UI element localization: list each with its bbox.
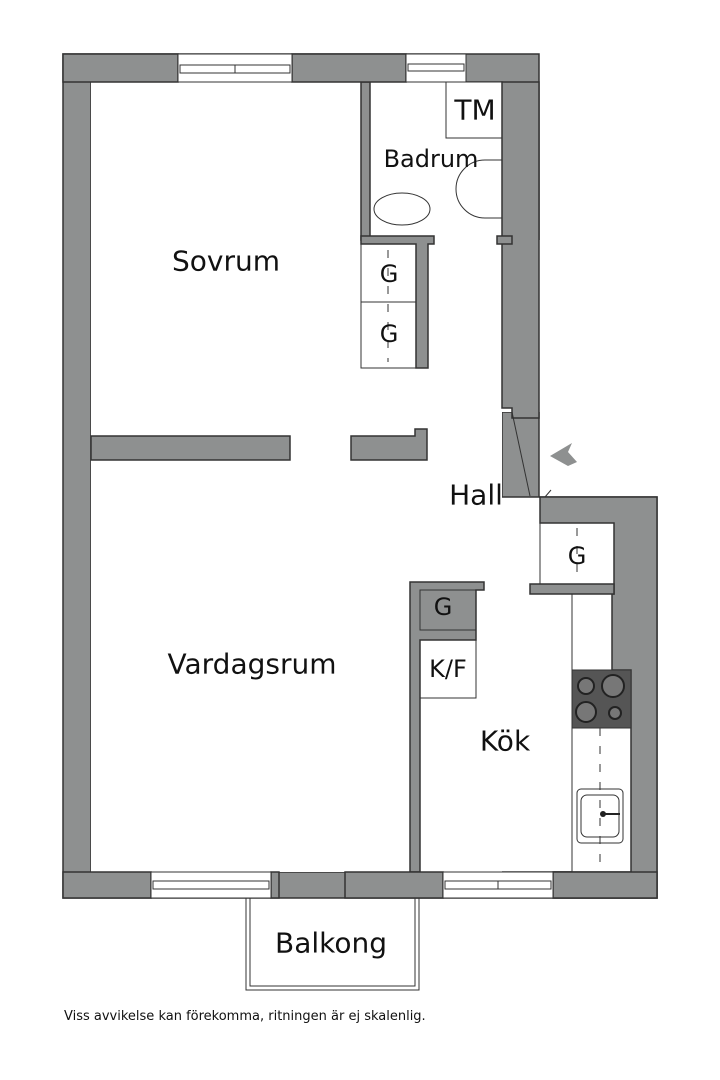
room-label-hall: Hall [449, 478, 503, 512]
fixture-tm: TM [454, 93, 496, 127]
room-label-vardagsrum: Vardagsrum [167, 647, 337, 681]
fixture-wardrobe-hall: G [567, 542, 587, 570]
fixture-wardrobe-kitchen: G [433, 593, 453, 621]
fixture-fridge-freezer: K/F [429, 655, 467, 683]
room-label-badrum: Badrum [383, 145, 479, 173]
room-label-balkong: Balkong [274, 926, 388, 960]
fixture-wardrobe-1: G [379, 260, 399, 288]
room-label-sovrum: Sovrum [171, 244, 281, 278]
room-label-kok: Kök [479, 724, 531, 758]
fixture-wardrobe-2: G [379, 320, 399, 348]
disclaimer: Viss avvikelse kan förekomma, ritningen … [64, 1009, 426, 1024]
entrance-arrow-icon [550, 443, 577, 466]
